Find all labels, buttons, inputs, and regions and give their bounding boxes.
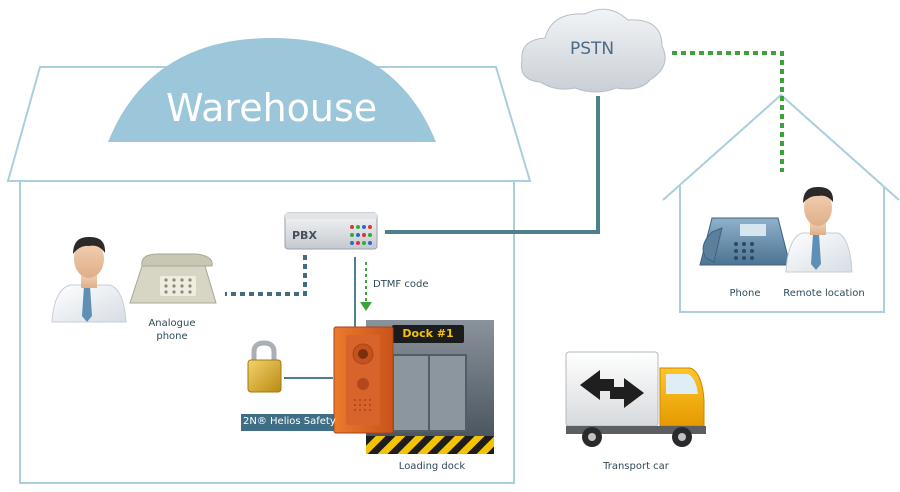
warehouse-person-icon bbox=[51, 236, 127, 323]
dtmf-code-label: DTMF code bbox=[373, 279, 429, 290]
helios-safety-label: 2N® Helios Safety bbox=[243, 416, 336, 427]
remote-house-body bbox=[679, 186, 885, 313]
transport-truck-icon bbox=[565, 351, 706, 447]
remote-person-icon bbox=[785, 186, 853, 273]
dock-sign-label: Dock #1 bbox=[402, 327, 454, 340]
analogue-phone-icon bbox=[129, 253, 217, 304]
remote-location-label: Remote location bbox=[783, 288, 865, 299]
padlock-icon bbox=[247, 340, 282, 393]
warehouse-building bbox=[6, 38, 532, 484]
pstn-cloud-icon bbox=[520, 8, 666, 93]
warehouse-roof-dome bbox=[108, 38, 436, 142]
pstn-to-pbx-line bbox=[385, 96, 600, 234]
remote-house bbox=[662, 93, 900, 313]
pbx-device-icon bbox=[284, 212, 378, 250]
helios-intercom-device-icon bbox=[333, 326, 394, 434]
loading-dock-label: Loading dock bbox=[398, 461, 466, 472]
remote-phone-icon bbox=[699, 217, 791, 266]
transport-car-label: Transport car bbox=[603, 461, 669, 472]
dtmf-arrow-head bbox=[360, 302, 372, 311]
remote-house-roof bbox=[662, 93, 900, 201]
remote-phone-label: Phone bbox=[729, 288, 761, 299]
helios-badge-background bbox=[241, 414, 336, 431]
warehouse-title: Warehouse bbox=[166, 86, 378, 130]
pstn-to-remote-green-dotted-line bbox=[672, 51, 784, 172]
analogue-phone-label-line1: Analogue bbox=[148, 318, 196, 329]
pstn-cloud-label: PSTN bbox=[570, 39, 615, 59]
pbx-label: PBX bbox=[292, 229, 317, 242]
analogue-phone-label-line2: phone bbox=[156, 331, 188, 342]
pbx-to-analogue-phone-dotted-line bbox=[225, 255, 307, 296]
warehouse-body bbox=[19, 180, 515, 484]
